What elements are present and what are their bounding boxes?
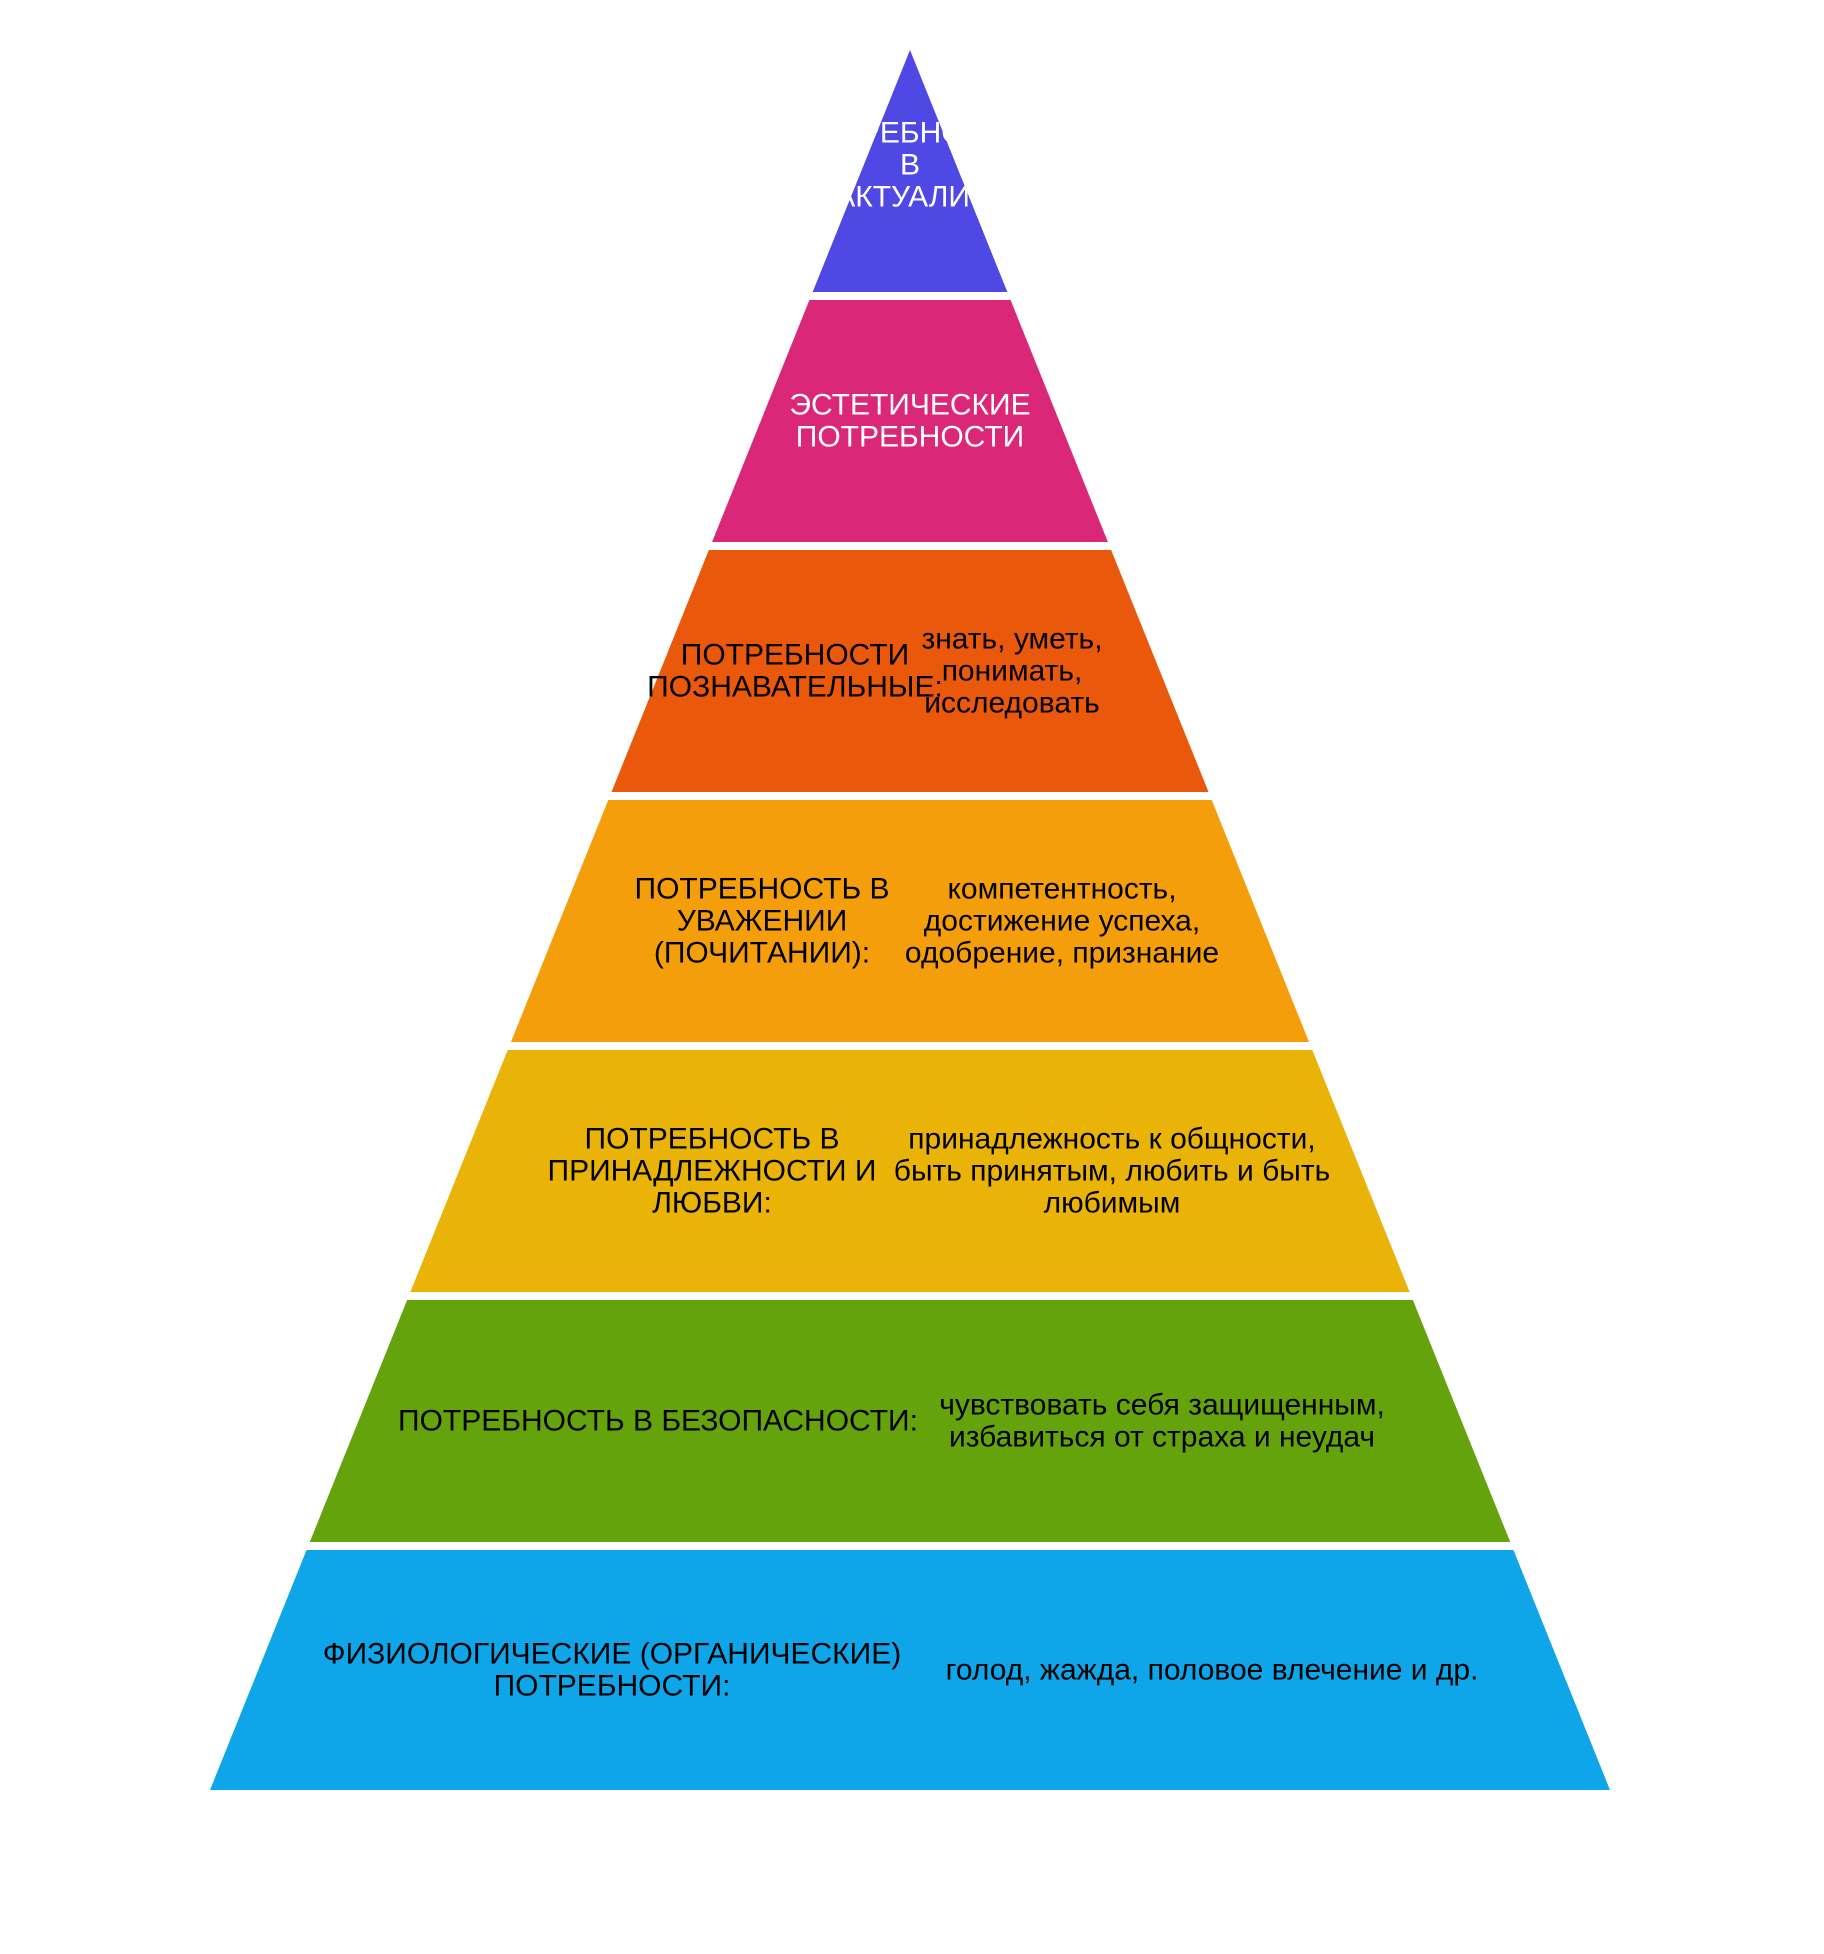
pyramid-level-safety: ПОТРЕБНОСТЬ В БЕЗОПАСНОСТИ: чувствовать с…	[309, 1300, 1511, 1542]
level-description: знать, уметь,понимать,исследовать	[921, 623, 1102, 720]
level-title: ПОТРЕБНОСТЬ В БЕЗОПАСНОСТИ:	[398, 1405, 918, 1438]
level-description: принадлежность к общности,быть принятым,…	[894, 1123, 1330, 1220]
level-title-line: ПОТРЕБНОСТИ	[681, 639, 910, 672]
pyramid-level-shape	[812, 50, 1008, 292]
level-title-line: ПОТРЕБНОСТИ	[796, 421, 1025, 454]
level-description-line: компетентность,	[947, 873, 1176, 906]
pyramid-level-shape	[510, 800, 1310, 1042]
level-description-line: быть принятым, любить и быть	[894, 1155, 1330, 1188]
level-description-line: чувствовать себя защищенным,	[939, 1389, 1385, 1422]
level-description-line: достижение успеха,	[924, 905, 1200, 938]
pyramid-level-shape	[210, 1550, 1610, 1790]
level-description-line: понимать,	[942, 655, 1083, 688]
level-title-line: ФИЗИОЛОГИЧЕСКИЕ (ОРГАНИЧЕСКИЕ)	[323, 1638, 901, 1671]
level-title-line: ЛЮБВИ:	[652, 1187, 772, 1220]
level-title-line: ПОТРЕБНОСТЬ В	[635, 873, 890, 906]
level-title-line: В	[900, 149, 920, 182]
level-title-line: САМОАКТУАЛИЗАЦИИ	[747, 181, 1074, 214]
level-title-line: ПОЗНАВАТЕЛЬНЫЕ:	[647, 671, 943, 704]
level-title: ФИЗИОЛОГИЧЕСКИЕ (ОРГАНИЧЕСКИЕ)ПОТРЕБНОСТ…	[323, 1638, 901, 1703]
pyramid-level-physiological: ФИЗИОЛОГИЧЕСКИЕ (ОРГАНИЧЕСКИЕ)ПОТРЕБНОСТ…	[210, 1550, 1610, 1790]
level-description: компетентность,достижение успеха,одобрен…	[905, 873, 1219, 970]
pyramid-level-shape	[712, 300, 1108, 542]
level-title-line: ПРИНАДЛЕЖНОСТИ И	[548, 1155, 877, 1188]
level-title-line: ПОТРЕБНОСТИ:	[494, 1670, 731, 1703]
level-description-line: избавиться от страха и неудач	[949, 1421, 1375, 1454]
pyramid-level-shape	[410, 1050, 1410, 1292]
level-description-line: знать, уметь,	[921, 623, 1102, 656]
pyramid-level-shape	[611, 550, 1209, 792]
level-title-line: ПОТРЕБНОСТЬ В	[585, 1123, 840, 1156]
level-description-line: исследовать	[924, 687, 1099, 720]
level-title-line: ЭСТЕТИЧЕСКИЕ	[789, 389, 1030, 422]
level-description-line: голод, жажда, половое влечение и др.	[946, 1654, 1479, 1687]
level-title-line: (ПОЧИТАНИИ):	[654, 937, 870, 970]
pyramid-level-esteem: ПОТРЕБНОСТЬ ВУВАЖЕНИИ(ПОЧИТАНИИ):компете…	[510, 800, 1310, 1042]
level-title-line: УВАЖЕНИИ	[677, 905, 848, 938]
level-description: чувствовать себя защищенным,избавиться о…	[939, 1389, 1385, 1454]
level-title-line: ПОТРЕБНОСТЬ	[797, 117, 1024, 150]
level-description-line: любимым	[1044, 1187, 1181, 1220]
level-description-line: принадлежность к общности,	[908, 1123, 1315, 1156]
level-description-line: одобрение, признание	[905, 937, 1219, 970]
level-title-line: ПОТРЕБНОСТЬ В БЕЗОПАСНОСТИ:	[398, 1405, 918, 1438]
level-description: голод, жажда, половое влечение и др.	[946, 1654, 1479, 1687]
pyramid-level-shape	[309, 1300, 1511, 1542]
